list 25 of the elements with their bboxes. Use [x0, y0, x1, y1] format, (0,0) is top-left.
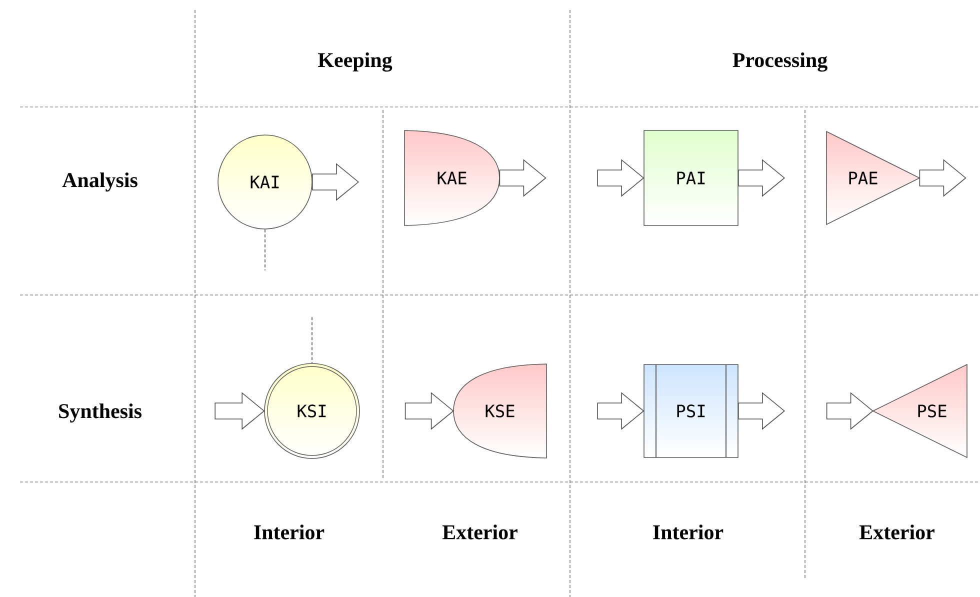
column-heading: Processing	[732, 52, 828, 72]
block-arrow	[214, 392, 265, 430]
block-arrow	[404, 392, 454, 430]
row-heading: Synthesis	[59, 403, 142, 423]
block-arrow	[919, 159, 966, 197]
column-label: Interior	[653, 524, 724, 540]
column-label: Exterior	[859, 524, 934, 540]
row-heading: Analysis	[62, 172, 138, 192]
d-shaped-node: KSE	[453, 364, 547, 458]
column-label: Interior	[254, 524, 324, 540]
dashed-line	[264, 229, 266, 271]
block-arrow	[312, 163, 360, 201]
block-arrow	[597, 159, 644, 197]
column-label: Exterior	[442, 524, 518, 540]
block-arrow	[499, 159, 546, 197]
d-shaped-node: KAE	[404, 130, 500, 226]
block-arrow	[738, 159, 786, 197]
block-arrow	[826, 392, 874, 430]
block-arrow	[738, 392, 786, 430]
block-arrow	[597, 392, 644, 430]
circle-node: KAI	[218, 134, 312, 230]
double-circle-node: KSI	[264, 363, 360, 459]
square-node: PAI	[644, 130, 738, 226]
column-heading: Keeping	[318, 52, 392, 72]
process-box: PSI	[644, 364, 738, 458]
